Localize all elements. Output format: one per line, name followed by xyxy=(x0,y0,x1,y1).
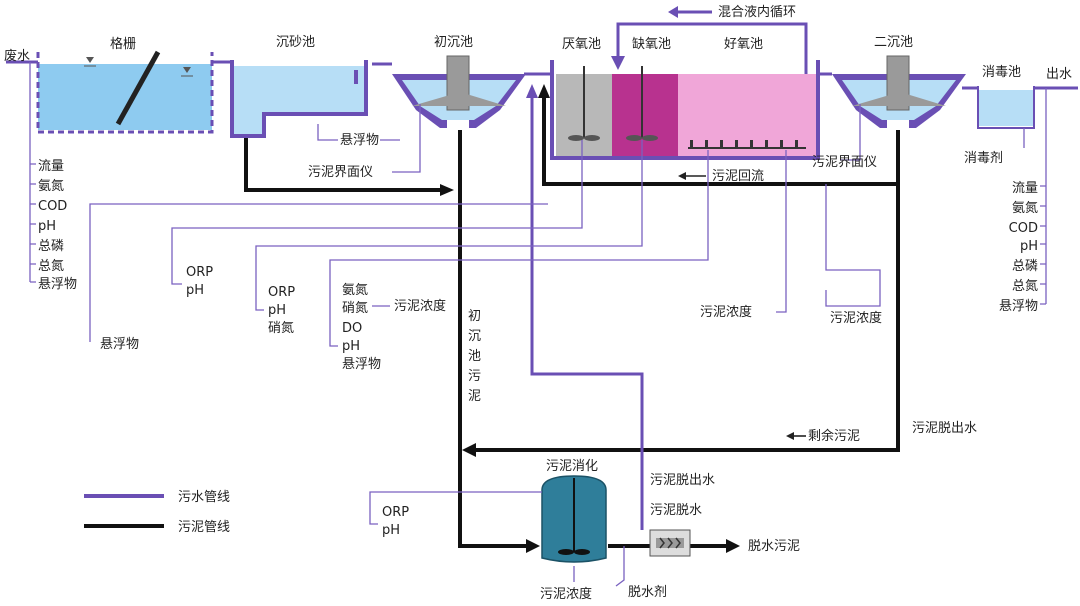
svg-text:pH: pH xyxy=(38,219,56,234)
signal-lines xyxy=(29,62,1047,587)
svg-text:pH: pH xyxy=(268,303,286,318)
aerobic-zone xyxy=(678,74,816,156)
outlet-param-list: 流量 氨氮 COD pH 总磷 总氮 悬浮物 xyxy=(999,181,1038,314)
svg-text:ORP: ORP xyxy=(186,265,213,280)
digestion-label: 污泥消化 xyxy=(546,459,598,474)
svg-text:硝氮: 硝氮 xyxy=(268,321,294,336)
dewatering-agent-label: 脱水剂 xyxy=(628,585,667,600)
svg-text:pH: pH xyxy=(186,283,204,298)
svg-text:污: 污 xyxy=(468,369,481,384)
secondary-clarifier-label: 二沉池 xyxy=(874,35,913,50)
svg-text:氨氮: 氨氮 xyxy=(342,283,368,298)
disinfectant-label: 消毒剂 xyxy=(964,151,1003,166)
svg-text:泥: 泥 xyxy=(468,389,481,404)
svg-text:COD: COD xyxy=(1009,221,1038,236)
primary-interface-label: 污泥界面仪 xyxy=(308,165,373,180)
outlet-label: 出水 xyxy=(1046,67,1072,82)
anaerobic-param-list: ORP pH xyxy=(186,265,213,298)
internal-recycle-line xyxy=(611,6,808,74)
svg-text:初: 初 xyxy=(468,309,481,324)
aerobic-conc-label: 污泥浓度 xyxy=(394,298,446,314)
legend: 污水管线 污泥管线 xyxy=(84,490,230,535)
anaerobic-mixer-icon xyxy=(568,66,600,141)
svg-text:ORP: ORP xyxy=(268,285,295,300)
primary-ss-label: 悬浮物 xyxy=(340,133,379,148)
grit-chamber xyxy=(230,60,368,138)
svg-text:悬浮物: 悬浮物 xyxy=(999,299,1038,314)
svg-text:总氮: 总氮 xyxy=(38,259,64,274)
svg-text:总磷: 总磷 xyxy=(1012,259,1038,274)
svg-text:pH: pH xyxy=(382,523,400,538)
sludge-return-label: 污泥回流 xyxy=(712,169,764,184)
dewatering-label: 污泥脱水 xyxy=(650,503,702,518)
grit-chamber-label: 沉砂池 xyxy=(276,35,315,50)
svg-text:COD: COD xyxy=(38,199,67,214)
digester-param-list: ORP pH xyxy=(382,505,409,538)
wastewater-main-line xyxy=(6,60,1078,90)
aeration-diffusers-icon xyxy=(688,140,806,149)
legend-wastewater-label: 污水管线 xyxy=(178,490,230,505)
dewatering-machine-icon xyxy=(649,529,691,557)
svg-text:pH: pH xyxy=(1020,239,1038,254)
excess-sludge-label: 剩余污泥 xyxy=(808,428,860,444)
secondary-conc-label: 污泥浓度 xyxy=(830,310,882,326)
return-conc-label: 污泥浓度 xyxy=(700,304,752,320)
svg-text:DO: DO xyxy=(342,321,362,336)
svg-text:ORP: ORP xyxy=(382,505,409,520)
svg-text:硝氮: 硝氮 xyxy=(342,301,368,316)
filtrate-label-right: 污泥脱出水 xyxy=(912,421,977,436)
svg-text:悬浮物: 悬浮物 xyxy=(342,357,381,372)
inlet-label: 废水 xyxy=(4,48,30,64)
anoxic-param-list: ORP pH 硝氮 xyxy=(268,285,295,336)
screen-label: 格栅 xyxy=(110,36,136,52)
anoxic-zone xyxy=(612,74,678,156)
sludge-digester xyxy=(541,475,607,563)
disinfection-tank xyxy=(977,86,1035,129)
secondary-clarifier xyxy=(832,55,966,130)
svg-text:流量: 流量 xyxy=(38,159,64,174)
primary-clarifier-label: 初沉池 xyxy=(434,35,473,50)
filtrate-return-line xyxy=(526,84,644,530)
aerobic-label: 好氧池 xyxy=(724,37,763,52)
svg-text:流量: 流量 xyxy=(1012,181,1038,196)
disinfection-label: 消毒池 xyxy=(982,65,1021,80)
svg-text:pH: pH xyxy=(342,339,360,354)
screen-bars xyxy=(115,50,161,126)
legend-sludge-label: 污泥管线 xyxy=(178,520,230,535)
svg-text:氨氮: 氨氮 xyxy=(1012,201,1038,216)
internal-recycle-label: 混合液内循环 xyxy=(718,4,796,20)
digester-conc-label: 污泥浓度 xyxy=(540,586,592,602)
grit-ss-label: 悬浮物 xyxy=(100,337,139,352)
anoxic-label: 缺氧池 xyxy=(632,37,671,52)
primary-sludge-label: 初 沉 池 污 泥 xyxy=(468,309,481,404)
secondary-interface-label: 污泥界面仪 xyxy=(812,155,877,170)
water-level-icon xyxy=(84,57,193,77)
screen-water xyxy=(38,64,212,130)
inlet-param-list: 流量 氨氮 COD pH 总磷 总氮 悬浮物 xyxy=(38,159,77,292)
svg-text:氨氮: 氨氮 xyxy=(38,179,64,194)
svg-text:总氮: 总氮 xyxy=(1012,279,1038,294)
flow-arrow-icons xyxy=(678,172,806,440)
dewatered-sludge-label: 脱水污泥 xyxy=(748,539,800,554)
sludge-pipes xyxy=(244,84,900,553)
anaerobic-label: 厌氧池 xyxy=(562,37,601,52)
primary-clarifier xyxy=(392,55,526,130)
anoxic-mixer-icon xyxy=(626,66,658,141)
screen-channel xyxy=(36,50,214,134)
svg-text:池: 池 xyxy=(468,349,481,364)
bio-tank xyxy=(550,60,820,160)
aerobic-param-list: 氨氮 硝氮 DO pH 悬浮物 xyxy=(342,283,381,372)
filtrate-label-mid: 污泥脱出水 xyxy=(650,473,715,488)
svg-text:悬浮物: 悬浮物 xyxy=(38,277,77,292)
svg-text:总磷: 总磷 xyxy=(38,239,64,254)
svg-text:沉: 沉 xyxy=(468,329,481,344)
